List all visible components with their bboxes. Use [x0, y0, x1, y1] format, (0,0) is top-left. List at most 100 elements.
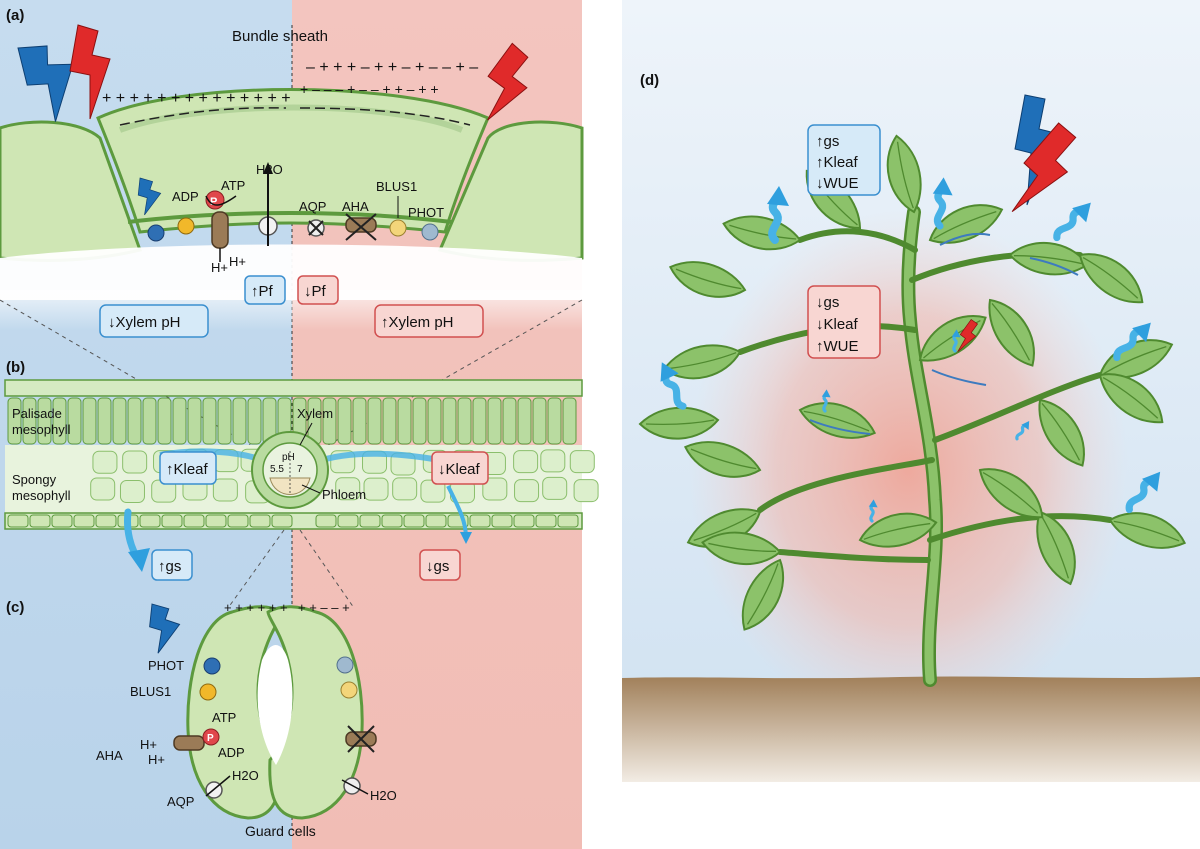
- gc-phot-icon: [203, 657, 221, 675]
- palisade-cell: [247, 397, 262, 445]
- palisade-cell: [142, 397, 157, 445]
- epidermis-cell: [249, 514, 271, 528]
- epidermis-cell: [513, 514, 535, 528]
- gc-blue-bolt-icon: [149, 603, 181, 654]
- h2o-label: H2O: [256, 162, 283, 177]
- soil: [622, 676, 1200, 782]
- d-red-box: [807, 285, 881, 359]
- blue-bolt-icon: [17, 45, 74, 122]
- gc-hplus-1: H+: [140, 737, 157, 752]
- panel-a-label: (a): [6, 7, 24, 24]
- xylem-ph-up-text: ↑Xylem pH: [381, 314, 454, 331]
- branches: [737, 228, 1113, 563]
- palisade-cell: [322, 397, 337, 445]
- palisade-cell: [487, 397, 502, 445]
- palisade-cell: [562, 397, 577, 445]
- palisade-layer: [7, 397, 577, 445]
- svg-text:P: P: [207, 733, 214, 744]
- panel-a: (a) Bundle sheath + + + + + + + + + + + …: [0, 7, 584, 453]
- epidermis-cell: [161, 514, 183, 528]
- palisade-cell: [82, 397, 97, 445]
- d-blue-line-3: ↓WUE: [816, 175, 859, 192]
- palisade-cell: [22, 397, 37, 445]
- spongy-cell: [92, 450, 118, 474]
- epidermis-cell: [183, 514, 205, 528]
- kleaf-up-box: [159, 451, 217, 485]
- palisade-cell: [202, 397, 217, 445]
- palisade-cell: [232, 397, 247, 445]
- xylem-ph-up-box: [374, 304, 484, 338]
- palisade-cell: [7, 397, 22, 445]
- palisade-cell: [37, 397, 52, 445]
- palisade-cell: [457, 397, 472, 445]
- gs-down-text: ↓gs: [426, 558, 449, 575]
- palisade-cell: [517, 397, 532, 445]
- phot-right-icon: [421, 223, 439, 241]
- gc-phosphate-icon: [202, 728, 220, 746]
- gc-h2o-label: H2O: [232, 768, 259, 783]
- palisade-cell: [397, 397, 412, 445]
- kleaf-down-text: ↓Kleaf: [438, 461, 481, 478]
- d-blue-box: [807, 124, 881, 196]
- epidermis-cell: [337, 514, 359, 528]
- gc-phot-right-icon: [336, 656, 354, 674]
- svg-text:P: P: [210, 196, 217, 208]
- palisade-cell: [52, 397, 67, 445]
- palisade-cell: [97, 397, 112, 445]
- gc-blus1-right-icon: [340, 681, 358, 699]
- palisade-cell: [127, 397, 142, 445]
- spongy-cell: [119, 480, 145, 504]
- blus1-label: BLUS1: [376, 179, 417, 194]
- bundle-sheath-label: Bundle sheath: [232, 28, 328, 45]
- pf-down-text: ↓Pf: [304, 283, 327, 300]
- epidermis-cell: [403, 514, 425, 528]
- epidermis-cell: [227, 514, 249, 528]
- epidermis-cell: [469, 514, 491, 528]
- gs-up-box: [151, 549, 193, 581]
- epidermis-cell: [425, 514, 447, 528]
- spongy-cell: [212, 478, 238, 502]
- epidermis-cell: [51, 514, 73, 528]
- charges-right: – + + + – + + – + – – + –: [306, 59, 478, 76]
- svg-text:+ – – – + – – + + – + +: + – – – + – – + + – + +: [300, 81, 439, 97]
- red-bolt-right-icon: [487, 42, 529, 121]
- d-red-line-1: ↓gs: [816, 294, 839, 311]
- aha-pump-icon: [211, 211, 229, 249]
- pf-down-box: [297, 275, 339, 305]
- spongy-cell: [542, 476, 568, 500]
- aha-label: AHA: [342, 199, 369, 214]
- panel-c-label: (c): [6, 599, 24, 616]
- adp-label: ADP: [172, 189, 199, 204]
- palisade-cell: [157, 397, 172, 445]
- gc-charges-right: + + – – +: [298, 600, 350, 615]
- upper-epidermis: [4, 379, 583, 397]
- spongy-cell: [573, 479, 599, 503]
- pf-up-box: [244, 275, 286, 305]
- d-red-bolt-icon: [1011, 122, 1077, 213]
- palisade-label-2: mesophyll: [12, 422, 71, 437]
- spongy-cell: [569, 450, 595, 474]
- palisade-cell: [532, 397, 547, 445]
- gc-aha-label: AHA: [96, 748, 123, 763]
- palisade-cell: [382, 397, 397, 445]
- panel-d-label: (d): [640, 72, 659, 89]
- palisade-cell: [112, 397, 127, 445]
- spongy-cell: [540, 449, 566, 473]
- xylem-lumen: [0, 244, 582, 300]
- d-red-line-3: ↑WUE: [816, 338, 859, 355]
- epidermis-cell: [315, 514, 337, 528]
- palisade-cell: [412, 397, 427, 445]
- hplus-label-1: H+: [211, 260, 228, 275]
- xylem-label: Xylem: [297, 406, 333, 421]
- gs-down-box: [419, 549, 461, 581]
- panel-d: (d): [622, 0, 1200, 782]
- palisade-cell: [217, 397, 232, 445]
- gc-charges-left: + + + + + +: [224, 600, 288, 615]
- epidermis-cell: [381, 514, 403, 528]
- gc-aqp-label: AQP: [167, 794, 194, 809]
- atp-label: ATP: [221, 178, 245, 193]
- palisade-cell: [187, 397, 202, 445]
- spongy-cell: [392, 477, 418, 501]
- d-red-line-2: ↓Kleaf: [816, 316, 859, 333]
